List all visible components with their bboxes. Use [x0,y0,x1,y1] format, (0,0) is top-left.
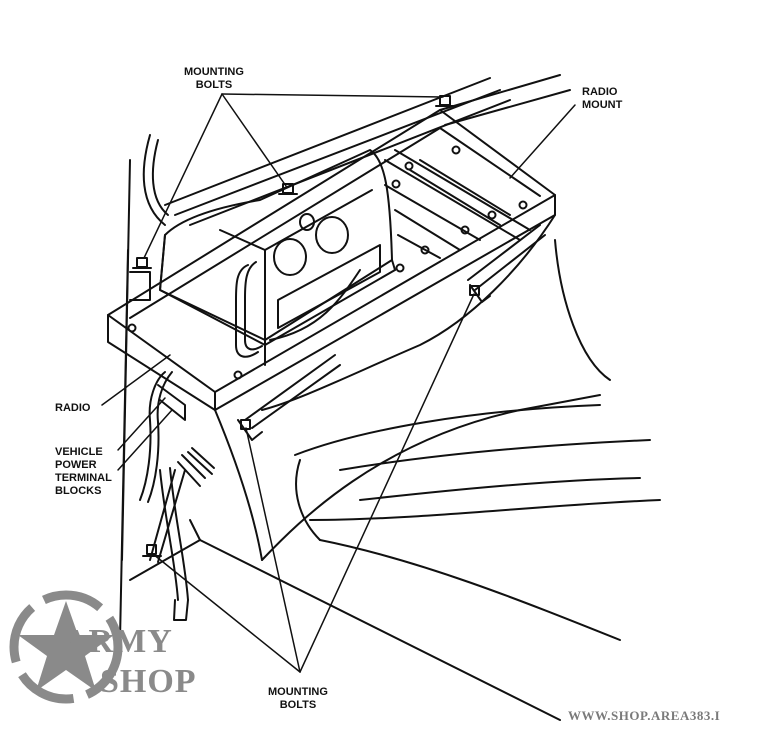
terminal-blocks [139,371,215,621]
star-emblem-icon [9,590,123,704]
army-shop-watermark: ARMY SHOP [8,585,208,720]
radio-set [159,149,396,366]
watermark-logo-word-2: SHOP [100,663,197,700]
radio-mount-label: RADIO MOUNT [582,86,623,111]
leader-line-radio [101,354,171,406]
mounting-bolts-top-label: MOUNTING BOLTS [184,66,244,91]
vehicle-body-edges [119,134,169,641]
mounting-bolts-top [129,95,455,301]
vehicle-seat-area [129,214,661,721]
radio-label: RADIO [55,402,91,414]
vehicle-power-terminal-blocks-label: VEHICLE POWER TERMINAL BLOCKS [55,446,112,497]
watermark-logo-word-1: ARMY [63,623,173,660]
leader-lines-terminal-blocks [117,397,173,471]
radio-mount-tray [107,109,556,411]
mounting-bolts-bottom-label: MOUNTING BOLTS [268,686,328,711]
leader-lines-top [143,93,444,259]
watermark-url: WWW.SHOP.AREA383.I [568,708,721,723]
vehicle-upper-rail [164,74,571,226]
leader-line-radio-mount [509,104,576,179]
